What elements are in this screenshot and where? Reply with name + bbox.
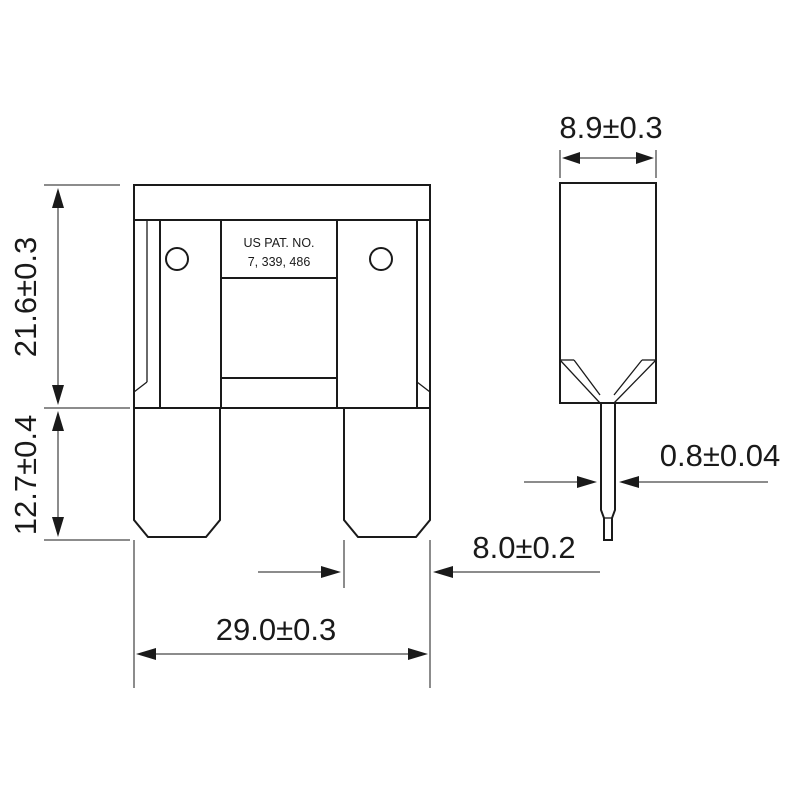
left-hole — [165, 247, 189, 271]
dim-label-0-8: 0.8±0.04 — [660, 438, 780, 473]
front-view: US PAT. NO. 7, 339, 486 — [133, 184, 431, 538]
patent-line-2: 7, 339, 486 — [248, 255, 311, 269]
left-blade — [133, 408, 221, 538]
dim-thickness: 8.9±0.3 — [559, 110, 663, 178]
side-view — [559, 182, 657, 541]
terminal-pin — [600, 403, 616, 541]
dim-label-8-9: 8.9±0.3 — [559, 110, 662, 145]
right-hole — [369, 247, 393, 271]
dim-blade-gap: 8.0±0.2 — [258, 530, 600, 588]
side-body — [559, 182, 657, 404]
dim-width: 29.0±0.3 — [133, 540, 431, 688]
patent-line-1: US PAT. NO. — [243, 236, 314, 250]
dim-terminal: 0.8±0.04 — [524, 438, 780, 488]
dim-height-body: 21.6±0.3 — [8, 184, 130, 541]
left-blade-upper — [159, 219, 222, 409]
dim-label-12-7: 12.7±0.4 — [8, 415, 43, 535]
dim-height-blade: 12.7±0.4 — [8, 411, 64, 537]
dim-label-21-6: 21.6±0.3 — [8, 237, 43, 357]
dim-label-8-0: 8.0±0.2 — [472, 530, 575, 565]
right-blade — [343, 408, 431, 538]
fuse-top-cap — [133, 184, 431, 221]
dim-label-29-0: 29.0±0.3 — [216, 612, 336, 647]
